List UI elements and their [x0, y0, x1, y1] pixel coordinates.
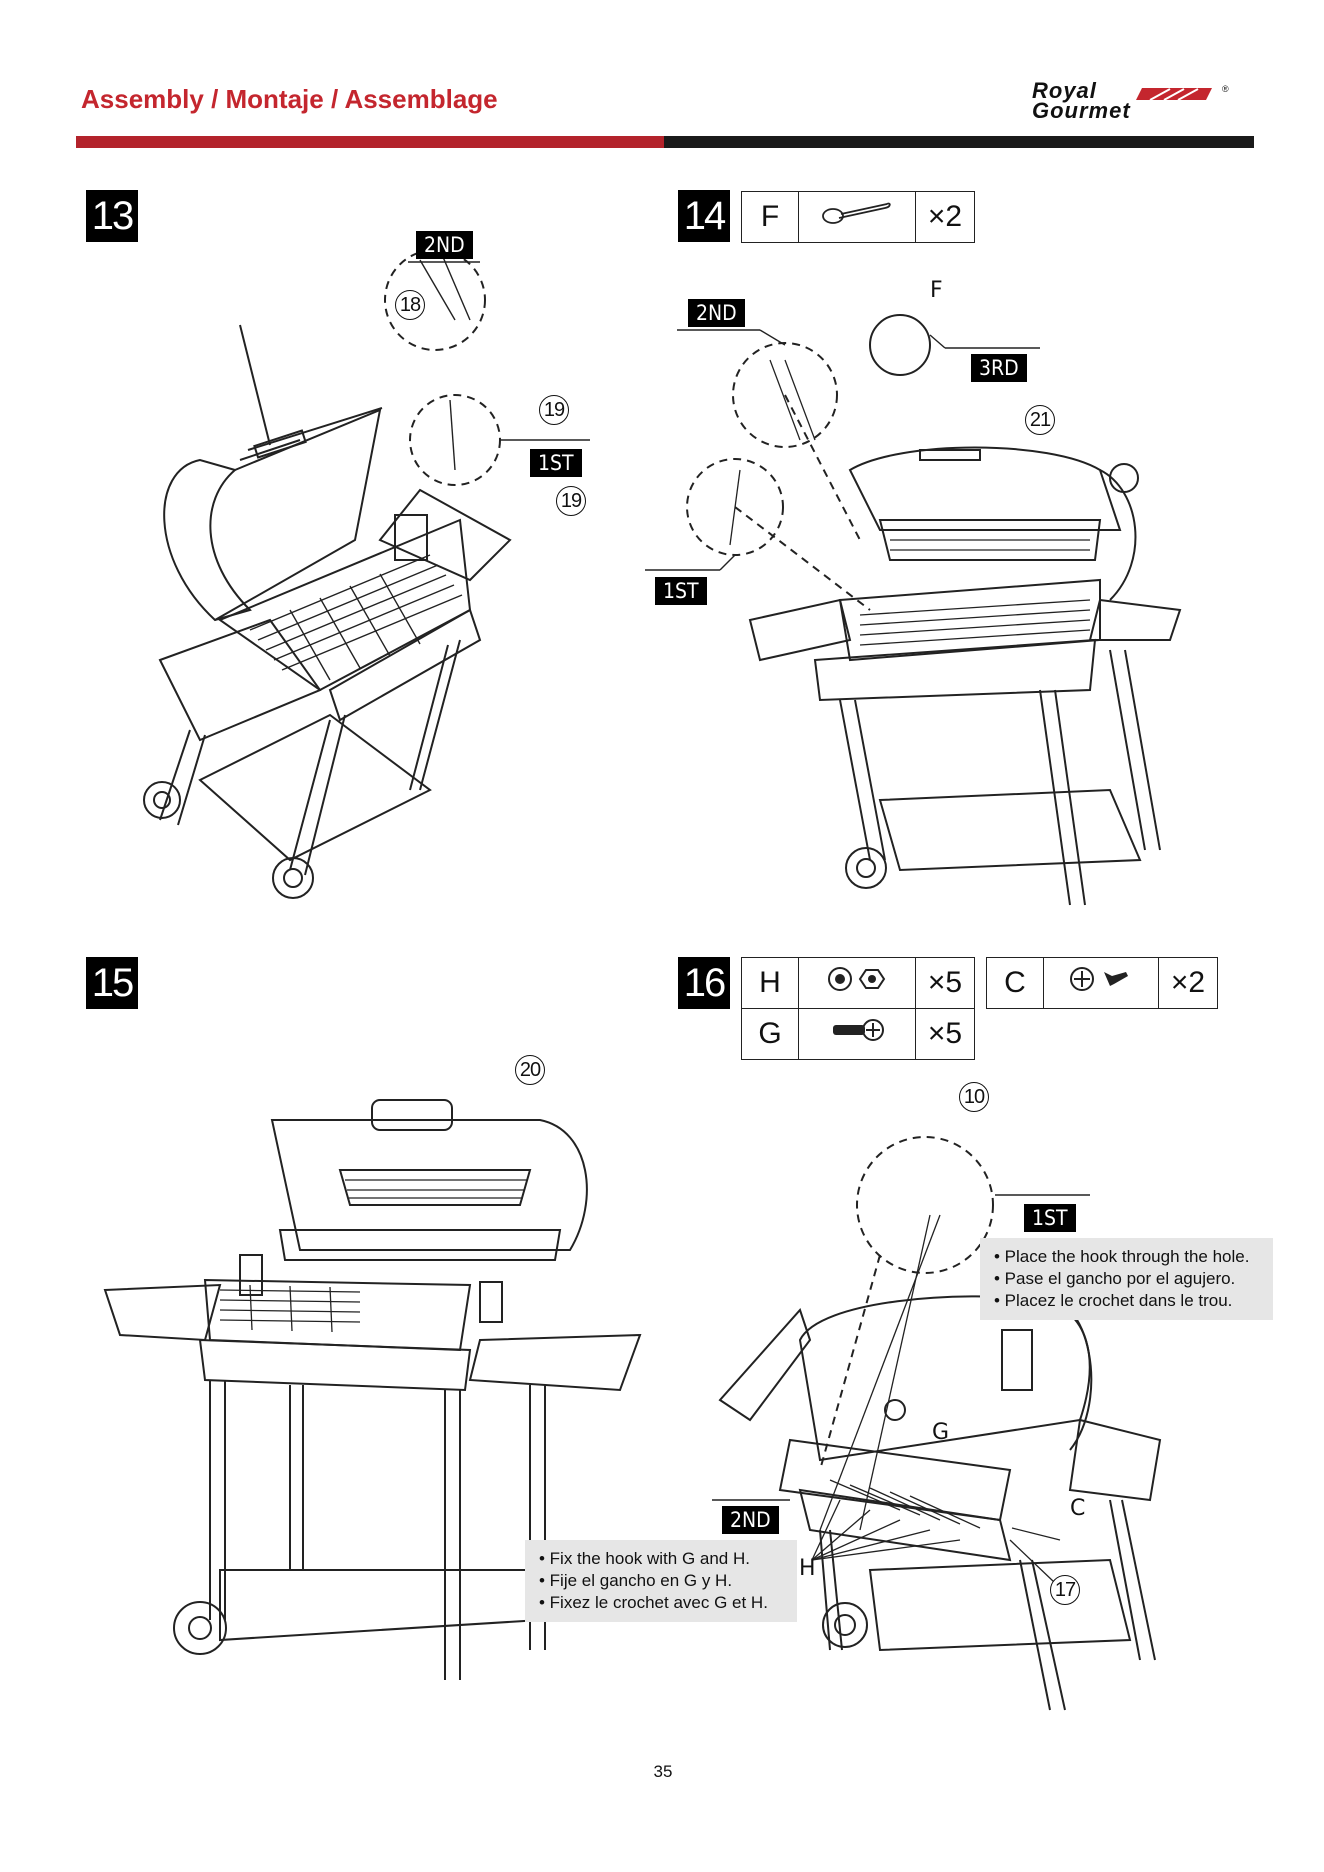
- tag-leader-lines: [408, 261, 1090, 1501]
- grill-illustration-16: [718, 1136, 1162, 1711]
- step-16-parts-table-a: H ×5 G ×5: [741, 957, 975, 1060]
- step-16-tag-2nd: 2ND: [722, 1506, 779, 1534]
- callout-part-19: 19: [539, 395, 569, 425]
- step-16-parts-table-b: C ×2: [986, 957, 1218, 1009]
- page-number: 35: [653, 1762, 673, 1781]
- step-14-number: 14: [678, 190, 730, 242]
- callout-part-18: 18: [395, 290, 425, 320]
- note-line-fr: • Fixez le crochet avec G et H.: [539, 1593, 768, 1612]
- callout-part-10: 10: [959, 1082, 989, 1112]
- r-pin-icon: [822, 202, 891, 224]
- grill-illustration-14: [686, 314, 1182, 906]
- step-15-number: 15: [86, 957, 138, 1009]
- step-14-tag-1st: 1ST: [655, 577, 707, 605]
- part-qty: ×2: [915, 191, 975, 243]
- part-qty: ×5: [915, 1008, 975, 1060]
- note-line-en: • Place the hook through the hole.: [994, 1247, 1250, 1266]
- part-label-c: C: [1070, 1496, 1086, 1521]
- part-label-g: G: [932, 1420, 950, 1445]
- part-letter: C: [986, 957, 1044, 1009]
- callout-part-19: 19: [556, 486, 586, 516]
- screw-icon: [1070, 967, 1128, 991]
- part-qty: ×5: [915, 957, 975, 1009]
- parts-row: C ×2: [986, 957, 1218, 1009]
- part-icon-cell: [1043, 957, 1159, 1009]
- logo-registered-mark: ®: [1222, 84, 1229, 94]
- note-line-en: • Fix the hook with G and H.: [539, 1549, 750, 1568]
- header-bar-dark: [664, 136, 1254, 148]
- part-label-h: H: [799, 1556, 816, 1581]
- part-icon-cell: [798, 191, 916, 243]
- step-16-tag-1st: 1ST: [1024, 1204, 1076, 1232]
- callout-part-17: 17: [1050, 1575, 1080, 1605]
- instruction-note-1st: • Place the hook through the hole. • Pas…: [980, 1238, 1273, 1320]
- step-16-number: 16: [678, 957, 730, 1009]
- step-13-number: 13: [86, 190, 138, 242]
- step-14-tag-2nd: 2ND: [688, 299, 745, 327]
- part-letter: F: [741, 191, 799, 243]
- instruction-note-2nd: • Fix the hook with G and H. • Fije el g…: [525, 1540, 797, 1622]
- part-qty: ×2: [1158, 957, 1218, 1009]
- grill-illustration-15: [103, 1099, 642, 1680]
- logo-line-2: Gourmet: [1032, 98, 1131, 123]
- part-letter: G: [741, 1008, 799, 1060]
- step-13-tag-1st: 1ST: [530, 449, 582, 477]
- logo-flag-icon: [1136, 88, 1212, 101]
- parts-row: G ×5: [741, 1008, 975, 1060]
- part-label-f: F: [930, 278, 943, 303]
- note-line-fr: • Placez le crochet dans le trou.: [994, 1291, 1233, 1310]
- step-14-parts-table: F ×2: [741, 191, 975, 243]
- callout-part-21: 21: [1025, 405, 1055, 435]
- parts-row: F ×2: [741, 191, 975, 243]
- part-letter: H: [741, 957, 799, 1009]
- bolt-icon: [833, 1019, 884, 1041]
- washer-nut-icon: [828, 967, 886, 991]
- part-icon-cell: [798, 1008, 916, 1060]
- note-line-es: • Pase el gancho por el agujero.: [994, 1269, 1236, 1288]
- page-title: Assembly / Montaje / Assemblage: [81, 84, 498, 114]
- step-14-tag-3rd: 3RD: [971, 354, 1027, 382]
- callout-part-20: 20: [515, 1055, 545, 1085]
- parts-row: H ×5: [741, 957, 975, 1009]
- note-line-es: • Fije el gancho en G y H.: [539, 1571, 733, 1590]
- step-13-tag-2nd: 2ND: [416, 231, 473, 259]
- header-bar-red: [76, 136, 664, 148]
- logo-line-1: Royal: [1032, 78, 1097, 103]
- grill-illustration-13: [143, 249, 512, 899]
- brand-logo: Royal Gourmet ®: [1030, 78, 1230, 124]
- part-icon-cell: [798, 957, 916, 1009]
